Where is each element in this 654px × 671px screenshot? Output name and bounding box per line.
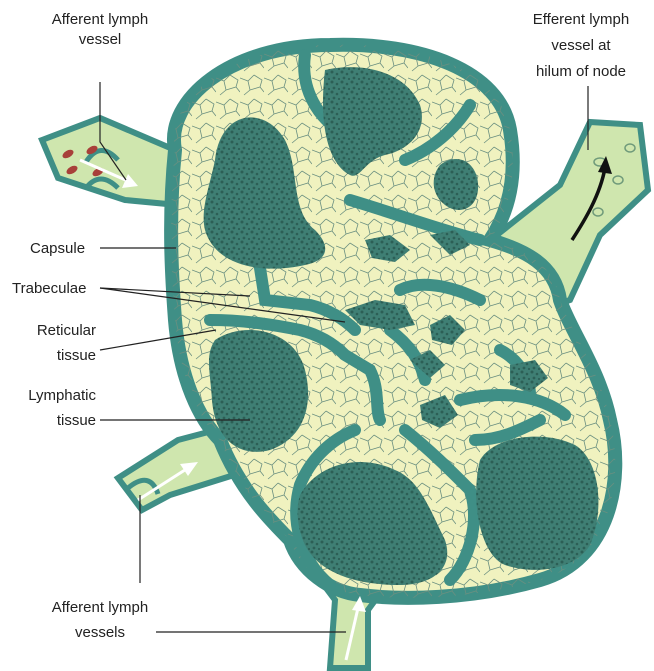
label-line: tissue	[57, 347, 96, 364]
label-line: Afferent lymph	[52, 11, 148, 28]
label-line: vessel	[79, 31, 122, 48]
label-afferent-lymph-vessel-top: Afferent lymph vessel	[52, 11, 148, 48]
label-line: Reticular	[37, 322, 96, 339]
label-line: Lymphatic	[28, 387, 96, 404]
label-afferent-lymph-vessels-bottom: Afferent lymph vessels	[52, 599, 148, 641]
label-line: Efferent lymph	[533, 11, 629, 28]
label-line: hilum of node	[536, 63, 626, 80]
afferent-vessel-top	[42, 118, 178, 205]
label-capsule: Capsule	[30, 240, 85, 257]
label-lymphatic-tissue: Lymphatic tissue	[28, 387, 96, 429]
label-line: Afferent lymph	[52, 599, 148, 616]
label-reticular-tissue: Reticular tissue	[37, 322, 96, 364]
label-efferent-lymph-vessel: Efferent lymph vessel at hilum of node	[533, 11, 629, 80]
label-line: tissue	[57, 412, 96, 429]
label-trabeculae: Trabeculae	[12, 280, 87, 297]
label-line: vessels	[75, 624, 125, 641]
label-line: vessel at	[551, 37, 611, 54]
